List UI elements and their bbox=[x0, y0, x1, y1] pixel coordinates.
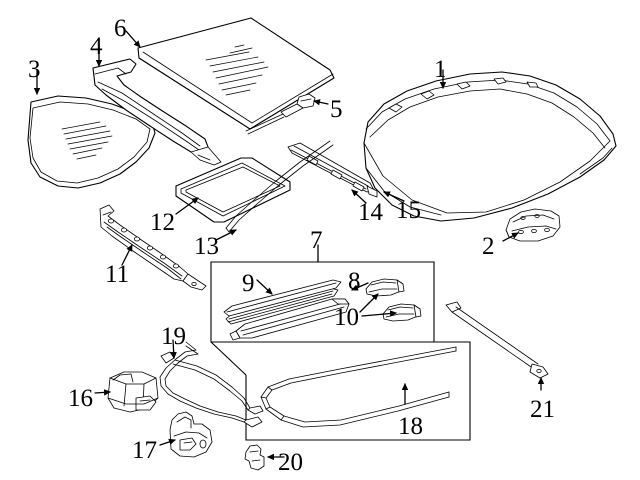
part-guide-rail-trim bbox=[229, 298, 350, 341]
callout-8[interactable]: 8 bbox=[348, 268, 361, 295]
callout-18[interactable]: 18 bbox=[398, 413, 423, 440]
callout-leaders bbox=[33, 30, 545, 461]
part-sunroof-frame-seal bbox=[175, 157, 291, 223]
callout-2[interactable]: 2 bbox=[482, 233, 495, 260]
part-wiring-harness-cable bbox=[159, 341, 264, 428]
callout-6[interactable]: 6 bbox=[114, 15, 127, 42]
part-rail-end-cap bbox=[366, 185, 378, 198]
callout-3[interactable]: 3 bbox=[28, 56, 41, 83]
callout-19[interactable]: 19 bbox=[161, 323, 186, 350]
part-harness-retainer-clip bbox=[244, 444, 265, 471]
callout-14[interactable]: 14 bbox=[358, 199, 383, 226]
group-box-drain-hose bbox=[245, 341, 471, 441]
part-sunroof-motor-unit bbox=[107, 371, 159, 413]
part-side-weatherstrip bbox=[223, 279, 342, 325]
part-wind-deflector-panel bbox=[27, 95, 156, 189]
callout-7[interactable]: 7 bbox=[310, 227, 323, 254]
part-roof-rail-molding bbox=[287, 142, 378, 198]
callout-15[interactable]: 15 bbox=[396, 197, 421, 224]
callout-11[interactable]: 11 bbox=[105, 261, 130, 288]
part-frame-edge-molding bbox=[225, 140, 334, 233]
callout-9[interactable]: 9 bbox=[242, 270, 255, 297]
part-drain-hose-tube bbox=[260, 346, 457, 428]
callout-13[interactable]: 13 bbox=[194, 233, 219, 260]
callout-10[interactable]: 10 bbox=[334, 304, 359, 331]
part-slider-shoe-bracket bbox=[365, 278, 422, 322]
part-drive-gear-module bbox=[169, 411, 213, 458]
callout-20[interactable]: 20 bbox=[278, 449, 303, 476]
callout-12[interactable]: 12 bbox=[150, 209, 175, 236]
callout-4[interactable]: 4 bbox=[90, 33, 103, 60]
part-sunroof-glass-panel bbox=[137, 17, 335, 130]
callout-5[interactable]: 5 bbox=[330, 96, 343, 123]
part-rear-cross-rod bbox=[445, 301, 549, 379]
callout-17[interactable]: 17 bbox=[132, 437, 157, 464]
part-roof-mounting-bracket bbox=[505, 208, 561, 242]
part-front-frame-rail bbox=[92, 58, 222, 166]
callout-1[interactable]: 1 bbox=[434, 56, 447, 83]
part-left-guide-rail bbox=[99, 204, 207, 291]
callout-21[interactable]: 21 bbox=[530, 396, 555, 423]
part-glass-stop-clip bbox=[245, 93, 316, 135]
part-roof-outer-panel bbox=[363, 71, 617, 222]
callout-16[interactable]: 16 bbox=[68, 385, 93, 412]
